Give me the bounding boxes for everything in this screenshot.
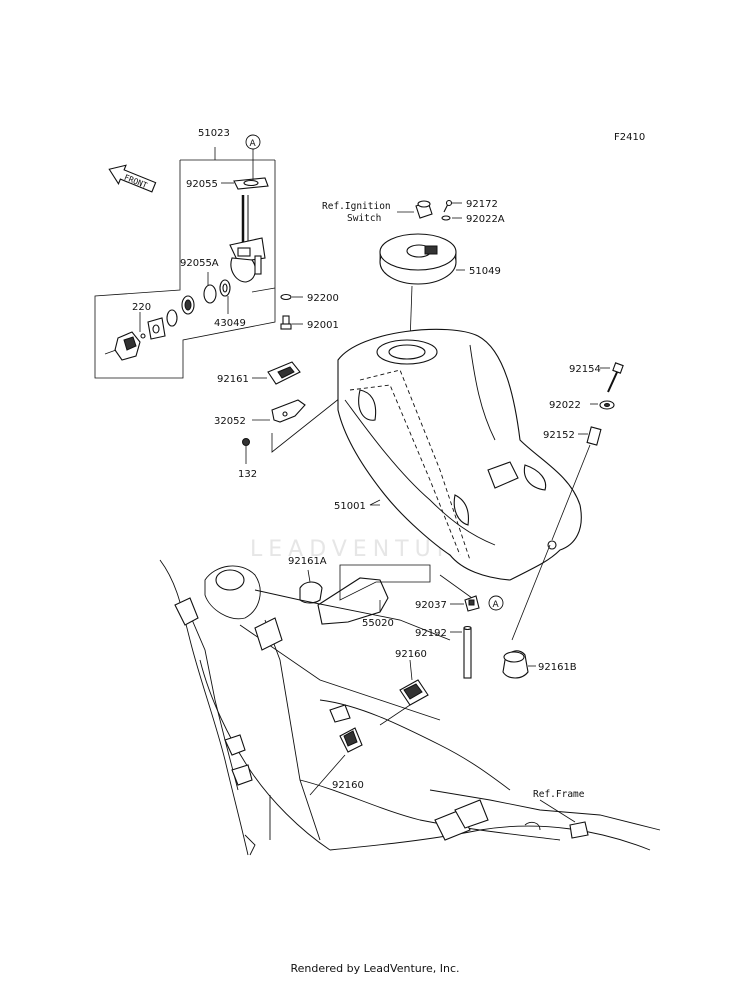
- label-32052: 32052: [214, 416, 246, 427]
- label-92200: 92200: [307, 293, 339, 304]
- label-43049: 43049: [214, 318, 246, 329]
- o-ring-92055A: [203, 284, 217, 304]
- pin-92192: [450, 625, 472, 679]
- frame-outline: [159, 559, 661, 856]
- part-number-labels: 51023 92055 92055A 220 43049 92200 92001…: [132, 128, 601, 800]
- label-51023: 51023: [198, 128, 230, 139]
- figure-code: F2410: [614, 132, 645, 143]
- damper-92160-upper: [379, 659, 429, 726]
- damper-92160-lower: [309, 727, 363, 796]
- callout-a-top-text: A: [250, 139, 257, 149]
- callout-a-bottom: A: [488, 595, 504, 611]
- bracket-group: [242, 361, 341, 464]
- nut-132: [242, 438, 250, 446]
- fuel-cock-group: [94, 147, 303, 379]
- label-92160-lower: 92160: [332, 780, 364, 791]
- label-51049: 51049: [469, 266, 501, 277]
- washer-92200: [280, 293, 292, 301]
- label-92022A: 92022A: [466, 214, 505, 225]
- mount-bolt-group: [551, 362, 624, 541]
- label-92161B: 92161B: [538, 662, 577, 673]
- gasket-92055: [233, 177, 269, 190]
- label-51001: 51001: [334, 501, 366, 512]
- ref-ignition-line2: Switch: [347, 213, 381, 224]
- label-92161A: 92161A: [288, 556, 327, 567]
- knob-220: [104, 331, 146, 361]
- fuel-tank-51001: [337, 328, 582, 599]
- clamp-92037: [450, 595, 480, 612]
- footer-credit: Rendered by LeadVenture, Inc.: [290, 962, 460, 975]
- label-92001: 92001: [307, 320, 339, 331]
- label-92161: 92161: [217, 374, 249, 385]
- label-92037: 92037: [415, 600, 447, 611]
- label-92055: 92055: [186, 179, 218, 190]
- label-55020: 55020: [362, 618, 394, 629]
- ref-ignition-line1: Ref.Ignition: [322, 201, 391, 212]
- label-92022: 92022: [549, 400, 581, 411]
- fuel-cap-group: [379, 199, 465, 344]
- damper-92161A: [299, 569, 323, 604]
- label-92160-upper: 92160: [395, 649, 427, 660]
- fuel-cock-valve: [229, 195, 266, 283]
- ref-frame: Ref.Frame: [533, 789, 585, 800]
- label-92192: 92192: [415, 628, 447, 639]
- label-132: 132: [238, 469, 257, 480]
- label-92172: 92172: [466, 199, 498, 210]
- label-92055A: 92055A: [180, 258, 219, 269]
- callout-a-top: A: [245, 134, 261, 180]
- callout-a-bottom-text: A: [493, 600, 500, 610]
- label-92152: 92152: [543, 430, 575, 441]
- pad-55020: [317, 564, 431, 625]
- label-92154: 92154: [569, 364, 601, 375]
- front-arrow-icon: FRONT: [108, 164, 157, 193]
- bolt-92001: [280, 315, 292, 330]
- damper-92161B: [502, 544, 551, 679]
- label-220: 220: [132, 302, 151, 313]
